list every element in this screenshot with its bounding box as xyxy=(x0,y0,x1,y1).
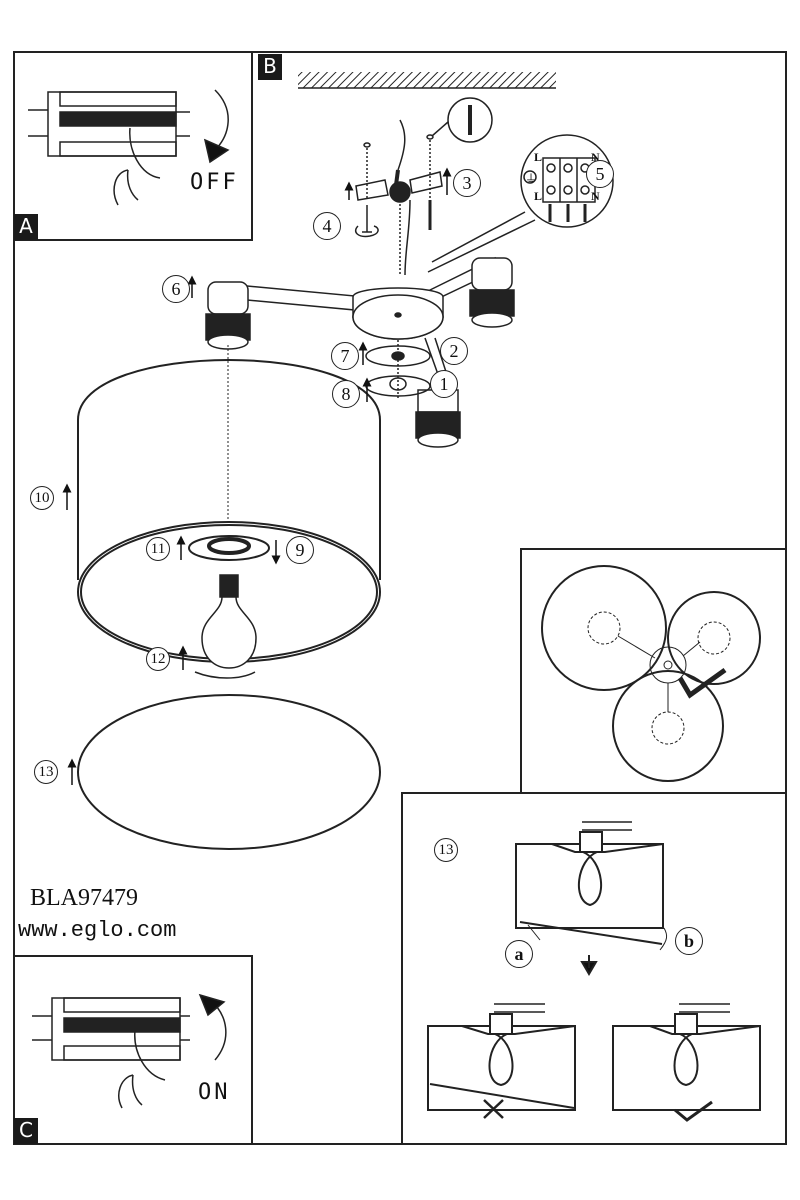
ground-icon: ⏚ xyxy=(525,172,538,186)
diffuser xyxy=(77,694,381,850)
model-number: BLA97479 xyxy=(30,885,138,911)
switch-on-label: ON xyxy=(198,1080,231,1105)
website-link[interactable]: www.eglo.com xyxy=(18,918,177,943)
step-4: 4 xyxy=(313,212,341,240)
step-1: 1 xyxy=(430,370,458,398)
step-6: 6 xyxy=(162,275,190,303)
bulb xyxy=(194,574,257,679)
panel-c-frame xyxy=(13,955,253,1145)
breaker-icon-off xyxy=(28,89,230,206)
panel-b-label: B xyxy=(258,54,282,80)
step-8: 8 xyxy=(332,380,360,408)
step-2: 2 xyxy=(440,337,468,365)
step-arrows xyxy=(62,167,452,785)
socket-right xyxy=(469,257,515,328)
terminal-l-bottom: L xyxy=(534,189,543,203)
step-12: 12 xyxy=(146,647,170,671)
step-3: 3 xyxy=(453,169,481,197)
panel-a-label: A xyxy=(14,214,38,240)
socket-center xyxy=(415,389,461,448)
mounting-bracket xyxy=(354,97,493,276)
step-5: 5 xyxy=(586,160,614,188)
marker-a: a xyxy=(505,940,533,968)
alignment-panel xyxy=(401,792,787,1145)
alignment-step-13: 13 xyxy=(434,838,458,862)
terminal-n-bottom: N xyxy=(591,189,600,203)
switch-off-label: OFF xyxy=(190,170,239,195)
step-9: 9 xyxy=(286,536,314,564)
step-7: 7 xyxy=(331,342,359,370)
top-view-diagram xyxy=(541,565,761,782)
terminal-block xyxy=(427,134,614,273)
alignment-diagram xyxy=(427,821,761,1122)
terminal-l-top: L xyxy=(534,150,543,164)
step-13: 13 xyxy=(34,760,58,784)
ceiling-hatch xyxy=(298,72,556,88)
marker-b: b xyxy=(675,927,703,955)
socket-left xyxy=(205,281,251,350)
terminal-n-top: N xyxy=(591,150,600,164)
fixture-body xyxy=(214,256,499,340)
step-10: 10 xyxy=(30,486,54,510)
panel-b-frame xyxy=(13,51,253,241)
breaker-icon-on xyxy=(32,993,227,1109)
panel-c-label: C xyxy=(14,1118,38,1144)
washers xyxy=(365,337,449,400)
step-11: 11 xyxy=(146,537,170,561)
